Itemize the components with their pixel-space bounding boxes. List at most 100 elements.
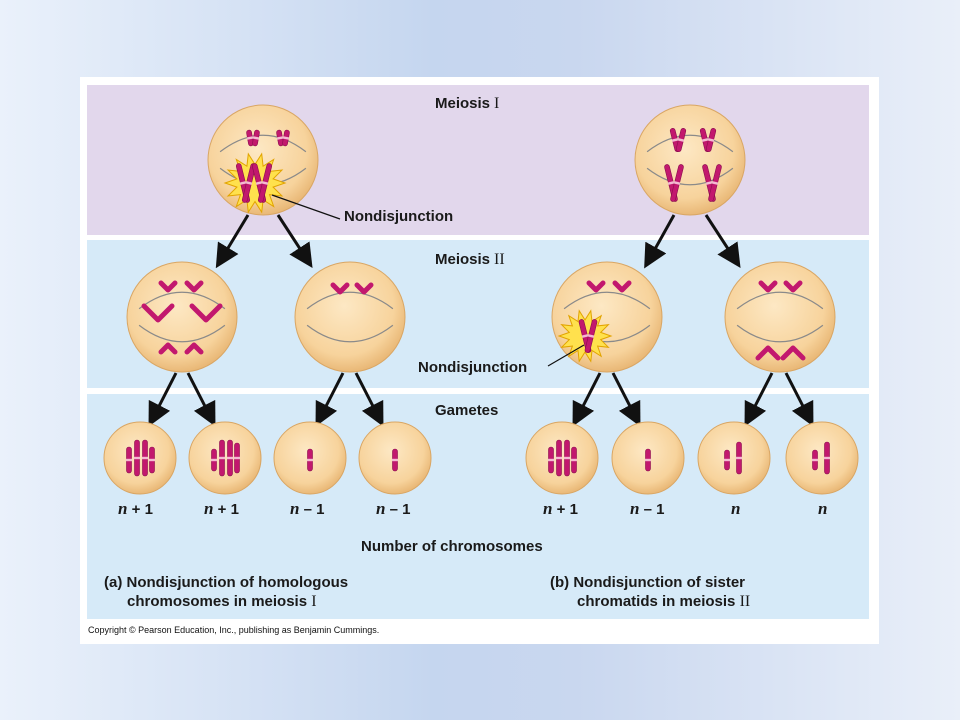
gamete-cell-1 [103,421,177,495]
meiosis-2-cell-4 [724,261,836,373]
meiosis-2-cell-1 [126,261,238,373]
chromosome [307,448,313,472]
gamete-count-3: n – 1 [290,499,325,519]
chromatid-pair [189,303,223,323]
arrow [572,372,602,427]
arrow [744,372,774,427]
gamete-cell-5 [525,421,599,495]
count-variable: n [543,499,553,518]
gamete-count-2: n + 1 [204,499,239,519]
arrow [186,372,216,427]
gamete-count-8: n [818,499,827,519]
copyright-notice: Copyright © Pearson Education, Inc., pub… [88,625,380,635]
chromosome [645,448,651,472]
arrow [354,372,384,427]
caption-a: (a) Nondisjunction of homologous chromos… [104,574,349,610]
arrow [784,372,814,427]
count-variable: n [204,499,214,518]
count-variable: n [290,499,300,518]
leader-lines [271,194,585,367]
chromatid-pair [158,342,178,355]
count-variable: n [731,499,741,518]
chromosome [584,319,598,353]
chromatid-pair [758,280,778,293]
leader-line [271,194,341,220]
meiosis-2-cell-2 [294,261,406,373]
count-suffix: + 1 [552,501,578,518]
meiosis-1-cell-b [634,104,746,216]
gamete-cell-2 [188,421,262,495]
chromosome [234,442,240,474]
chromatid-pair [158,280,178,293]
chromatid-pair [184,342,204,355]
chromosome [257,163,273,203]
count-variable: n [118,499,128,518]
gamete-count-6: n – 1 [630,499,665,519]
chromosome [246,129,254,147]
gamete-cell-7 [697,421,771,495]
gamete-cell-8 [785,421,859,495]
gamete-count-7: n [731,499,740,519]
meiosis-1-cell-a [207,104,319,216]
chromosome [670,164,684,202]
chromatid-pair [354,282,374,295]
chromosome [548,446,554,474]
gamete-cell-4 [358,421,432,495]
chromosome [126,446,132,474]
arrow [315,372,345,427]
gamete-count-4: n – 1 [376,499,411,519]
arrow [644,214,676,269]
chromosome [211,448,217,472]
chromatid-pair [330,282,350,295]
chromosome [724,449,730,471]
chromatid-pair [780,345,806,361]
count-suffix: – 1 [385,501,411,518]
gametes-label: Gametes [435,402,499,419]
count-suffix: – 1 [299,501,325,518]
arrow [148,372,178,427]
gamete-count-1: n + 1 [118,499,153,519]
chromosome [219,439,225,477]
chromosome [708,164,722,202]
chromatid-pair [612,280,632,293]
arrow [276,214,313,269]
count-suffix: + 1 [213,501,239,518]
chromosome [824,441,830,475]
count-variable: n [630,499,640,518]
x-axis-label: Number of chromosomes [361,538,543,555]
chromatid-pair [586,280,606,293]
chromosome [252,129,260,147]
arrows [148,214,814,427]
chromosome [149,446,155,474]
caption-b: (b) Nondisjunction of sister chromatids … [550,574,751,610]
chromosome [736,441,742,475]
chromosome [142,439,148,477]
chromosome [282,129,290,147]
count-suffix: – 1 [639,501,665,518]
meiosis-2-cell-3 [551,261,663,373]
nondisjunction-label-meiosis-1: Nondisjunction [344,208,454,225]
chromosome [571,446,577,474]
gamete-cell-3 [273,421,347,495]
count-variable: n [376,499,386,518]
arrow [611,372,641,427]
count-variable: n [818,499,828,518]
cells [103,104,859,495]
chromosome [276,129,284,147]
chromatid-pair [755,345,781,361]
gamete-count-5: n + 1 [543,499,578,519]
chromosome [227,439,233,477]
gamete-cell-6 [611,421,685,495]
chromosome [705,127,717,153]
nondisjunction-label-meiosis-2: Nondisjunction [418,359,528,376]
chromosome [812,449,818,471]
chromosome [392,448,398,472]
chromosome [675,127,687,153]
chromatid-pair [184,280,204,293]
arrow [215,214,250,269]
chromosome [556,439,562,477]
count-suffix: + 1 [127,501,153,518]
